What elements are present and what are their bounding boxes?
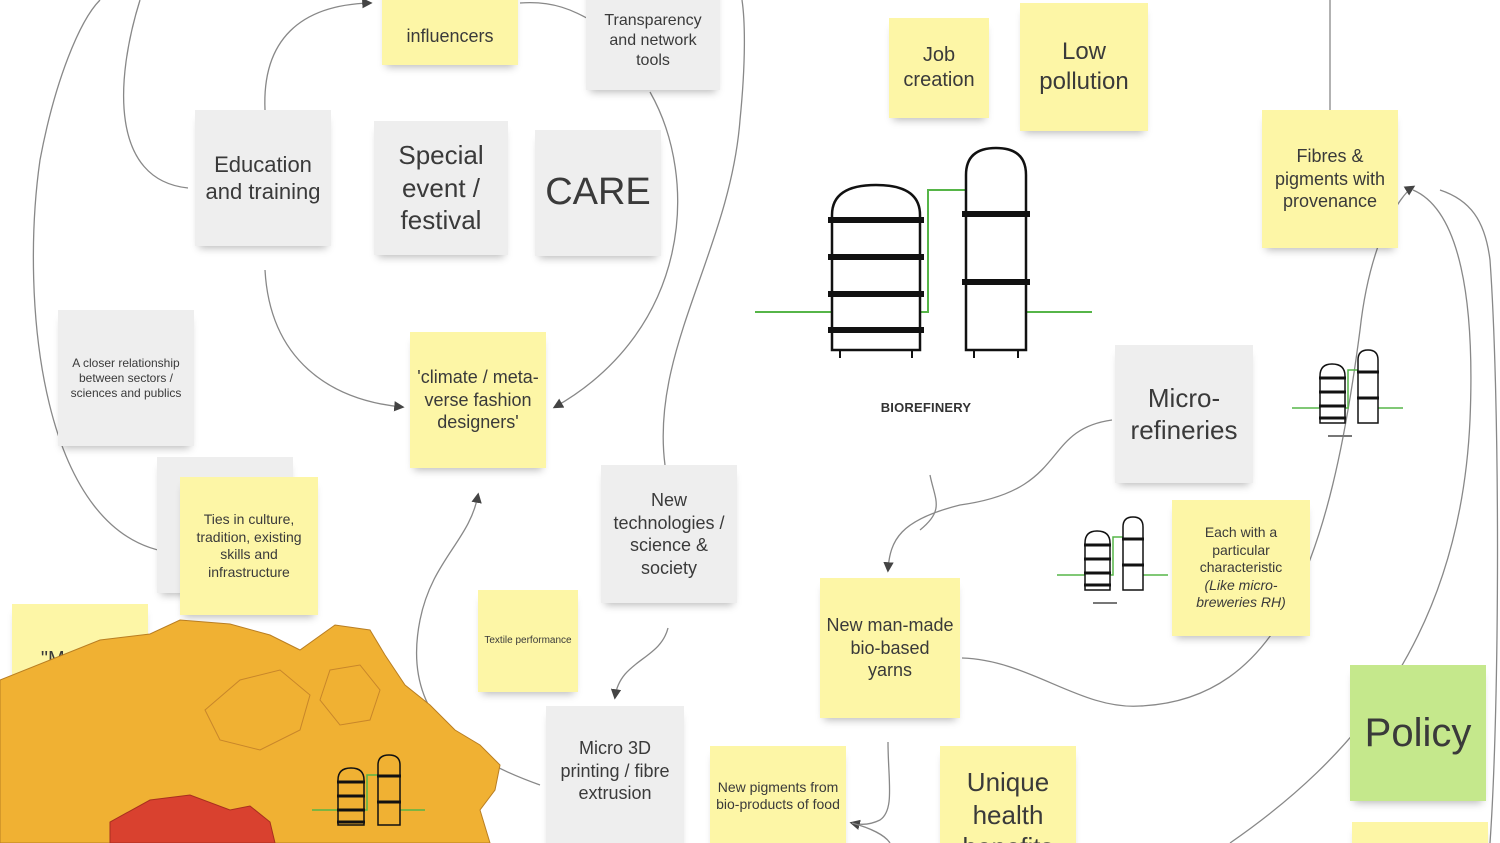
- micro-refinery-icon: [1292, 349, 1403, 437]
- connector: [919, 474, 937, 531]
- campania-map: [0, 619, 501, 843]
- sticky-note-fibres-pigments[interactable]: Fibres & pigments with provenance: [1262, 110, 1398, 248]
- note-text: A closer relationship between sectors / …: [70, 355, 182, 400]
- note-text: New man-made bio-based yarns: [826, 615, 954, 681]
- note-text: Policy: [1364, 711, 1472, 755]
- connector: [883, 419, 1113, 573]
- connector: [32, 0, 176, 554]
- connector: [662, 0, 746, 466]
- note-text: Unique health benefits: [962, 767, 1053, 843]
- sticky-note-education[interactable]: Education and training: [195, 110, 331, 246]
- sticky-note-influencers[interactable]: influencers: [382, 0, 518, 65]
- sticky-note-policy[interactable]: Policy: [1350, 665, 1486, 801]
- note-text: New pigments from bio-products of food: [716, 778, 840, 813]
- sticky-note-micro-3d[interactable]: Micro 3D printing / fibre extrusion: [546, 706, 684, 843]
- sticky-note-transparency[interactable]: Transparency and network tools: [586, 0, 720, 90]
- sticky-note-new-technologies[interactable]: New technologies / science & society: [601, 465, 737, 603]
- note-text: influencers: [406, 26, 494, 47]
- note-text: Micro-refineries: [1130, 382, 1238, 446]
- biorefinery-label: BIOREFINERY: [880, 400, 972, 415]
- sticky-note-partial: [1352, 822, 1488, 843]
- sticky-note-new-pigments[interactable]: New pigments from bio-products of food: [710, 746, 846, 843]
- biorefinery-icon: [755, 146, 1092, 358]
- connector: [264, 0, 373, 111]
- sticky-note-new-yarns[interactable]: New man-made bio-based yarns: [820, 578, 960, 718]
- note-text: Transparency and network tools: [604, 12, 702, 69]
- sticky-note-closer-relationship[interactable]: A closer relationship between sectors / …: [58, 310, 194, 446]
- note-text: Micro 3D printing / fibre extrusion: [560, 738, 670, 804]
- sticky-note-micro-refineries[interactable]: Micro-refineries: [1115, 345, 1253, 483]
- note-text: Education and training: [205, 151, 321, 205]
- sticky-note-climate-designers[interactable]: 'climate / meta-verse fashion designers': [410, 332, 546, 468]
- connector: [1439, 189, 1499, 843]
- connector: [849, 741, 891, 830]
- note-text-italic: (Like micro-breweries RH): [1196, 576, 1286, 611]
- note-text: Textile performance: [484, 634, 572, 646]
- note-text: Ties in culture, tradition, existing ski…: [196, 511, 302, 580]
- connector: [552, 91, 679, 409]
- note-text: Job creation: [903, 44, 975, 91]
- note-text: 'climate / meta-verse fashion designers': [417, 367, 539, 433]
- connector: [264, 269, 405, 412]
- sticky-note-each-with[interactable]: Each with a particular characteristic (L…: [1172, 500, 1310, 636]
- note-text: Fibres & pigments with provenance: [1274, 146, 1386, 212]
- sticky-note-low-pollution[interactable]: Low pollution: [1020, 3, 1148, 131]
- connector: [610, 627, 669, 700]
- connector: [851, 822, 891, 843]
- micro-refinery-icon: [1057, 516, 1168, 604]
- sticky-note-ties-culture[interactable]: Ties in culture, tradition, existing ski…: [180, 477, 318, 615]
- sticky-note-textile-performance[interactable]: Textile performance: [478, 590, 578, 692]
- note-text: Each with a particular characteristic: [1199, 524, 1283, 576]
- note-text: CARE: [545, 171, 651, 214]
- sticky-note-care[interactable]: CARE: [535, 130, 661, 256]
- sticky-note-job-creation[interactable]: Job creation: [889, 18, 989, 118]
- connector: [123, 0, 189, 189]
- connector: [1229, 189, 1472, 843]
- sticky-note-unique-health[interactable]: Unique health benefits: [940, 746, 1076, 843]
- note-text: Special event / festival: [398, 140, 484, 236]
- note-text: New technologies / science & society: [613, 490, 725, 578]
- sticky-note-special-event[interactable]: Special event / festival: [374, 121, 508, 255]
- note-text: Low pollution: [1039, 38, 1129, 95]
